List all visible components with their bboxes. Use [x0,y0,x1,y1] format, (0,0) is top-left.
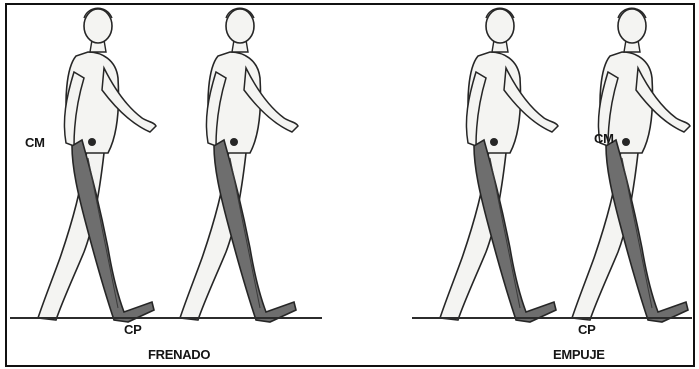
walker-figure [38,8,156,322]
caption-frenado: FRENADO [148,347,210,362]
cp-label: CP [578,322,595,337]
walker-figure [440,8,558,322]
caption-empuje: EMPUJE [553,347,605,362]
walker-figure [180,8,298,322]
cm-label: CM [25,135,45,150]
walker-figure [572,8,690,322]
cp-label: CP [124,322,141,337]
cm-label: CM [594,131,614,146]
